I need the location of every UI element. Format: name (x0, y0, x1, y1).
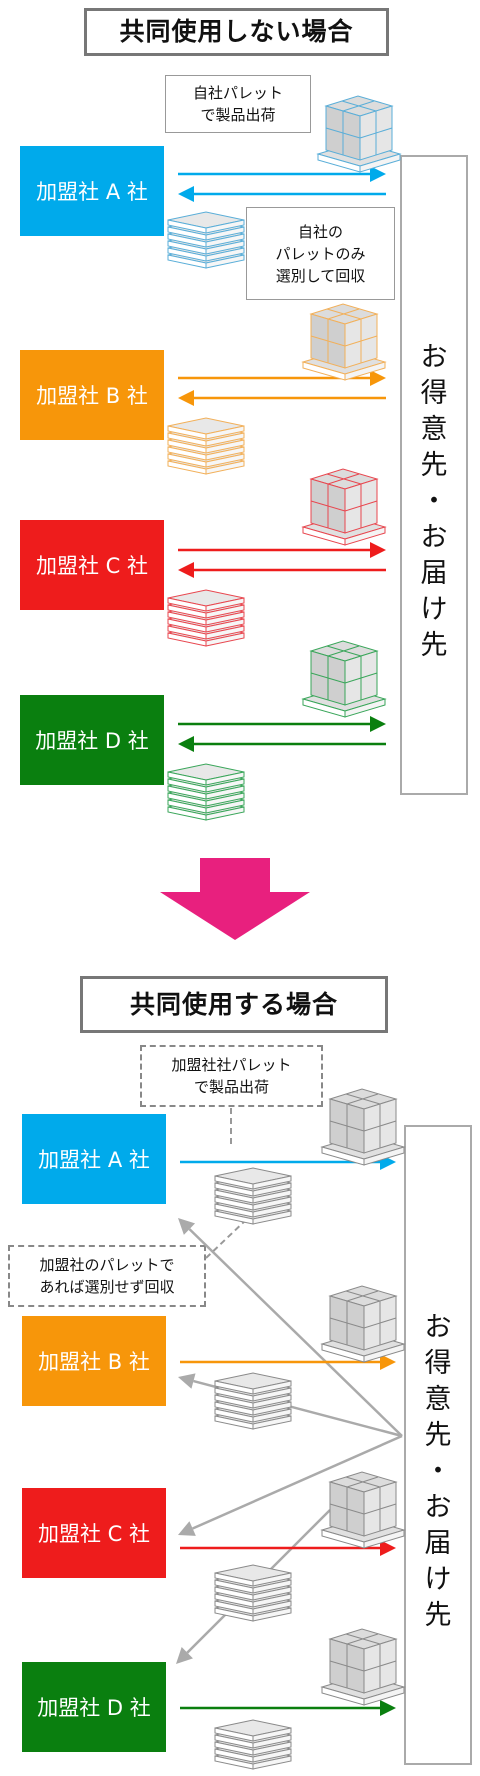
top-ship-arrow-4-head (370, 716, 386, 732)
bottom-return-arrow-a (188, 1228, 403, 1437)
bottom-empty-stack-b (214, 1372, 292, 1430)
top-ship-arrow-1-head (370, 166, 386, 182)
top-company-d: 加盟社 D 社 (20, 695, 164, 785)
top-loaded-pallet-d (301, 640, 387, 718)
top-empty-stack-b (167, 417, 245, 475)
transition-arrow-shape (160, 858, 310, 940)
bottom-destination-label: お得意先・お届け先 (424, 1312, 452, 1631)
top-company-a: 加盟社 A 社 (20, 146, 164, 236)
top-return-arrow-3-head (178, 562, 194, 578)
bottom-empty-stack-d (214, 1719, 292, 1770)
bottom-company-b: 加盟社 B 社 (22, 1316, 166, 1406)
bottom-loaded-pallet-b (320, 1285, 406, 1363)
top-return-arrow-1-head (178, 186, 194, 202)
bottom-company-a: 加盟社 A 社 (22, 1114, 166, 1204)
bottom-collect-note: 加盟社のパレットで あれば選別せず回収 (8, 1245, 206, 1307)
transition-arrow (155, 858, 315, 940)
bottom-company-c: 加盟社 C 社 (22, 1488, 166, 1578)
top-company-b: 加盟社 B 社 (20, 350, 164, 440)
top-ship-arrow-2-head (370, 370, 386, 386)
bottom-loaded-pallet-c (320, 1471, 406, 1549)
top-empty-stack-c (167, 589, 245, 647)
top-destination-box (400, 155, 468, 795)
bottom-return-arrow-d-head (176, 1647, 193, 1664)
top-return-arrow-2-head (178, 390, 194, 406)
bottom-company-d: 加盟社 D 社 (22, 1662, 166, 1752)
top-title: 共同使用しない場合 (84, 8, 389, 56)
top-loaded-pallet-a (316, 95, 402, 173)
top-empty-stack-d (167, 763, 245, 821)
top-company-c: 加盟社 C 社 (20, 520, 164, 610)
bottom-loaded-pallet-d (320, 1628, 406, 1706)
bottom-return-arrow-c-head (178, 1521, 196, 1536)
top-loaded-pallet-c (301, 468, 387, 546)
top-destination-label: お得意先・お届け先 (420, 342, 448, 661)
bottom-title: 共同使用する場合 (80, 976, 388, 1033)
top-return-arrow-4-head (178, 736, 194, 752)
top-empty-stack-a (167, 211, 245, 269)
top-ship-arrow-3-head (370, 542, 386, 558)
top-loaded-pallet-b (301, 303, 387, 381)
top-collect-note: 自社の パレットのみ 選別して回収 (246, 207, 395, 300)
bottom-return-arrow-b-head (178, 1373, 196, 1389)
bottom-ship-arrow-c-head (380, 1540, 396, 1556)
top-ship-note: 自社パレット で製品出荷 (165, 75, 311, 133)
bottom-destination-box (404, 1125, 472, 1765)
bottom-empty-stack-a (214, 1167, 292, 1225)
bottom-ship-note: 加盟社社パレット で製品出荷 (140, 1045, 323, 1107)
bottom-empty-stack-c (214, 1564, 292, 1622)
bottom-return-arrow-a-head (178, 1218, 196, 1235)
bottom-return-arrow-c (192, 1434, 403, 1530)
bottom-ship-arrow-d-head (380, 1700, 396, 1716)
bottom-ship-arrow-b-head (380, 1354, 396, 1370)
bottom-loaded-pallet-a (320, 1088, 406, 1166)
